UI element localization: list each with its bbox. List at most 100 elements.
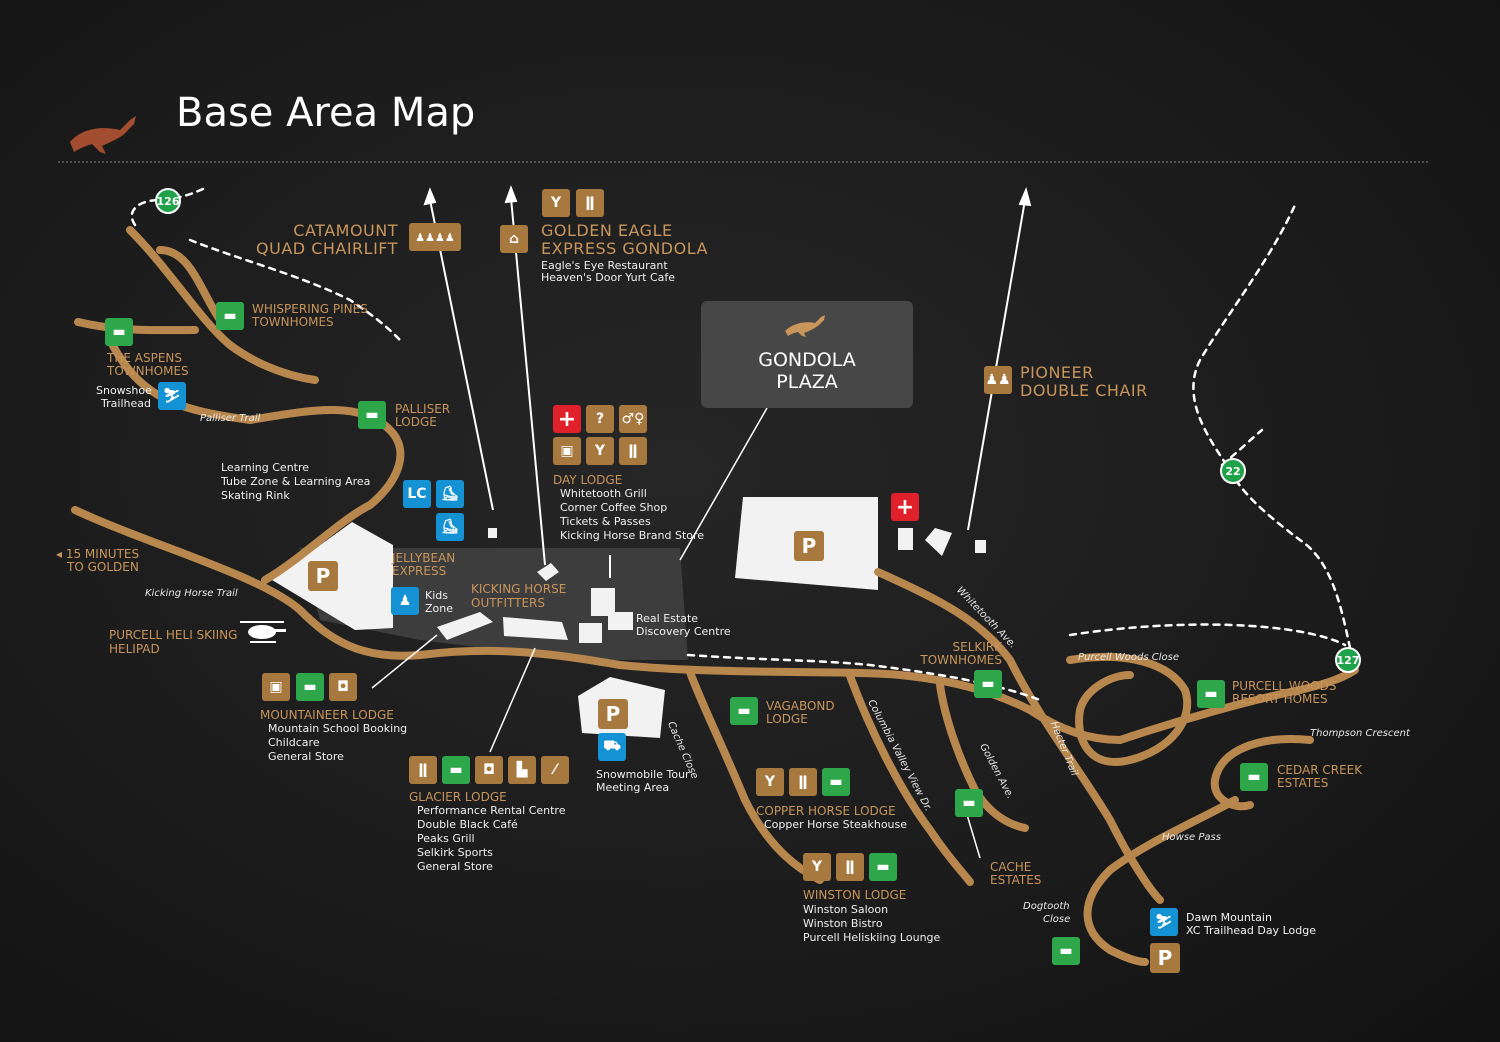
palliser-lodge-line2: LODGE (395, 415, 437, 429)
ski-boot-icon: ▙ (508, 756, 536, 784)
leader-glacier (489, 647, 536, 753)
page-title: Base Area Map (176, 90, 476, 136)
lodging-bed-icon: ▬ (1197, 680, 1225, 708)
cache-estates-line1: CACHE (990, 860, 1032, 874)
road-whispering-loop (156, 246, 224, 324)
restaurant-icon: ǁ (409, 756, 437, 784)
lodging-bed-icon: ▬ (822, 768, 850, 796)
cedar-creek-line2: ESTATES (1277, 776, 1329, 790)
building-catamount-base (488, 528, 497, 538)
copper-horse-name: COPPER HORSE LODGE (756, 804, 896, 818)
lift-line-catamount (429, 199, 494, 511)
road-label-howse: Howse Pass (1162, 832, 1221, 843)
bar-icon: Y (756, 768, 784, 796)
restaurant-icon: ǁ (836, 853, 864, 881)
trail-marker-22: 22 (1220, 458, 1246, 484)
snowshoe-icon: ⛷ (158, 382, 186, 410)
catamount-line2: QUAD CHAIRLIFT (256, 239, 398, 258)
buildings (437, 528, 986, 643)
learning-centre-icon: LC (403, 480, 431, 508)
mountaineer-name: MOUNTAINEER LODGE (260, 708, 394, 722)
trail-marker-126: 126 (155, 188, 181, 214)
building-glacier (503, 617, 568, 640)
snowmobile-line2: Meeting Area (596, 781, 670, 794)
building-real-estate (608, 612, 633, 630)
xc-skiing-icon: ⛷ (1150, 908, 1178, 936)
leader-gondola-plaza (679, 407, 768, 561)
learning-line1: Learning Centre (221, 461, 310, 474)
whispering-pines-line2: TOWNHOMES (252, 315, 334, 329)
lodging-bed-icon: ▬ (955, 789, 983, 817)
day-lodge-d1: Whitetooth Grill (560, 487, 647, 500)
aspens-line2: TOWNHOMES (107, 364, 189, 378)
glacier-d1: Performance Rental Centre (417, 804, 566, 817)
parking-icon: P (1150, 943, 1180, 973)
helicopter-icon (240, 621, 286, 643)
winston-d1: Winston Saloon (803, 903, 889, 916)
purcell-woods-line2: RESORT HOMES (1232, 692, 1328, 706)
real-estate-line1: Real Estate (636, 612, 699, 625)
lodging-bed-icon: ▬ (1052, 937, 1080, 965)
trail-whispering (188, 238, 402, 342)
dawn-mountain-line2: XC Trailhead Day Lodge (1186, 924, 1316, 937)
chairlift-quad-icon: ♟♟♟♟ (409, 223, 461, 251)
lodging-bed-icon: ▬ (358, 401, 386, 429)
kids-zone-line2: Zone (425, 602, 454, 615)
trail-22 (1192, 203, 1352, 650)
gondola-line1: GOLDEN EAGLE (541, 221, 673, 240)
shopping-bag-icon: ◘ (475, 756, 503, 784)
lodging-bed-icon: ▬ (974, 670, 1002, 698)
lift-line-pioneer (967, 199, 1026, 531)
lodging-bed-icon: ▬ (442, 756, 470, 784)
lodging-bed-icon: ▬ (296, 673, 324, 701)
trail-126 (130, 186, 207, 227)
catamount-line1: CATAMOUNT (293, 221, 398, 240)
gondola-detail2: Heaven's Door Yurt Cafe (541, 271, 676, 284)
bar-icon: Y (542, 189, 570, 217)
lift-line-gondola (510, 197, 546, 566)
lodging-bed-icon: ▬ (105, 318, 133, 346)
road-aspens (74, 318, 199, 335)
trail-purcell-woods (1068, 623, 1347, 647)
parking-icon: P (794, 531, 824, 561)
horse-logo-small-icon (785, 315, 825, 337)
heli-line2: HELIPAD (109, 642, 160, 656)
building-outfitters (579, 623, 602, 643)
to-golden-line2: TO GOLDEN (67, 560, 139, 574)
vagabond-line1: VAGABOND (766, 699, 835, 713)
road-purcell-woods-close (1066, 652, 1192, 766)
bar-icon: Y (803, 853, 831, 881)
first-aid-icon: + (891, 493, 919, 521)
gondola-plaza-line2: PLAZA (776, 371, 838, 393)
lift-arrow-pioneer (1018, 186, 1032, 207)
road-columbia-valley (846, 672, 974, 886)
first-aid-icon: + (553, 405, 581, 433)
road-whispering-pines (126, 226, 319, 384)
restaurant-icon: ǁ (619, 437, 647, 465)
aspens-line1: THE ASPENS (107, 351, 182, 365)
skating-icon: ⛸ (436, 513, 464, 541)
road-kicking-horse-trail (71, 506, 1124, 744)
palliser-lodge-line1: PALLISER (395, 402, 451, 416)
building-gondola-base (537, 563, 559, 581)
ski-tuning-icon: ⁄ (541, 756, 569, 784)
gondola-detail1: Eagle's Eye Restaurant (541, 259, 668, 272)
glacier-d2: Double Black Café (417, 818, 518, 831)
restaurant-icon: ǁ (576, 189, 604, 217)
building-pioneer-terminal (975, 540, 986, 553)
horse-logo-icon (70, 116, 136, 154)
learning-line2: Tube Zone & Learning Area (221, 475, 371, 488)
leader-mountaineer (371, 634, 438, 689)
restaurant-icon: ǁ (789, 768, 817, 796)
gondola-plaza-line1: GONDOLA (758, 349, 856, 371)
winston-d3: Purcell Heliskiing Lounge (803, 931, 941, 944)
lodging-bed-icon: ▬ (216, 302, 244, 330)
ticket-icon: ▣ (262, 673, 290, 701)
gondola-line2: EXPRESS GONDOLA (541, 239, 708, 258)
parking-icon: P (308, 561, 338, 591)
selkirk-line1: SELKIRK (952, 640, 1003, 654)
outfitters-line1: KICKING HORSE (471, 582, 567, 596)
outfitters-line2: OUTFITTERS (471, 596, 545, 610)
snowmobile-line1: Snowmobile Tour (596, 768, 690, 781)
